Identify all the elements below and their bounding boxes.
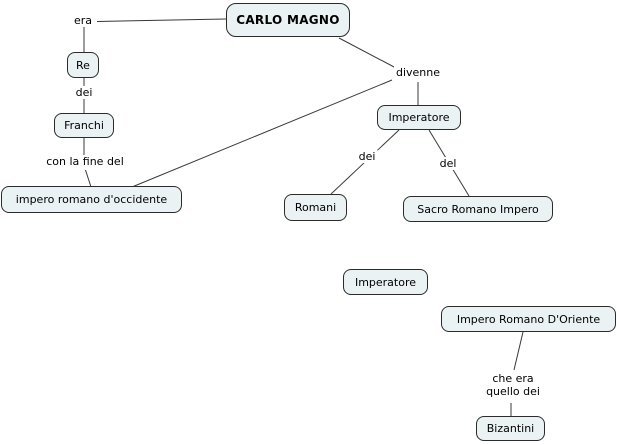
link-label-del[interactable]: del: [437, 157, 459, 170]
node-label: Impero Romano D'Oriente: [456, 312, 601, 326]
line-era-to-carlomagno: [96, 18, 227, 22]
node-label: Romani: [294, 201, 337, 214]
link-label-divenne[interactable]: divenne: [393, 66, 443, 79]
link-label-line2: quello dei: [486, 385, 540, 398]
node-label: Sacro Romano Impero: [417, 202, 539, 216]
node-bizantini[interactable]: Bizantini: [476, 416, 545, 441]
node-re[interactable]: Re: [67, 52, 99, 78]
node-sacro-romano-impero[interactable]: Sacro Romano Impero: [403, 196, 553, 222]
link-label-era[interactable]: era: [71, 14, 95, 27]
link-label-che-era-quello-dei[interactable]: che era quello dei: [484, 372, 542, 398]
line-divenne-to-impero: [131, 79, 393, 188]
node-imperatore-bottom[interactable]: Imperatore: [343, 269, 428, 295]
link-label-dei-romani[interactable]: dei: [356, 150, 378, 163]
node-label: Re: [76, 58, 90, 72]
node-impero-romano-occidente[interactable]: impero romano d'occidente: [1, 186, 182, 213]
node-label: impero romano d'occidente: [15, 193, 168, 206]
line-oriente-to-label: [513, 331, 524, 371]
node-label: Bizantini: [486, 422, 535, 435]
node-romani[interactable]: Romani: [284, 194, 347, 221]
node-impero-romano-oriente[interactable]: Impero Romano D'Oriente: [441, 306, 616, 332]
line-label-to-impero: [85, 169, 92, 188]
node-imperatore-top[interactable]: Imperatore: [377, 105, 461, 130]
node-label: CARLO MAGNO: [236, 13, 340, 27]
node-label: Imperatore: [388, 111, 450, 124]
node-label: Franchi: [64, 119, 104, 132]
link-label-con-la-fine-del[interactable]: con la fine del: [44, 155, 126, 168]
link-label-dei-re[interactable]: dei: [73, 86, 95, 99]
line-carlomagno-to-divenne: [338, 37, 397, 69]
node-label: Imperatore: [354, 275, 417, 289]
node-carlo-magno[interactable]: CARLO MAGNO: [226, 3, 350, 37]
link-label-line1: che era: [492, 372, 534, 385]
node-franchi[interactable]: Franchi: [54, 113, 114, 138]
